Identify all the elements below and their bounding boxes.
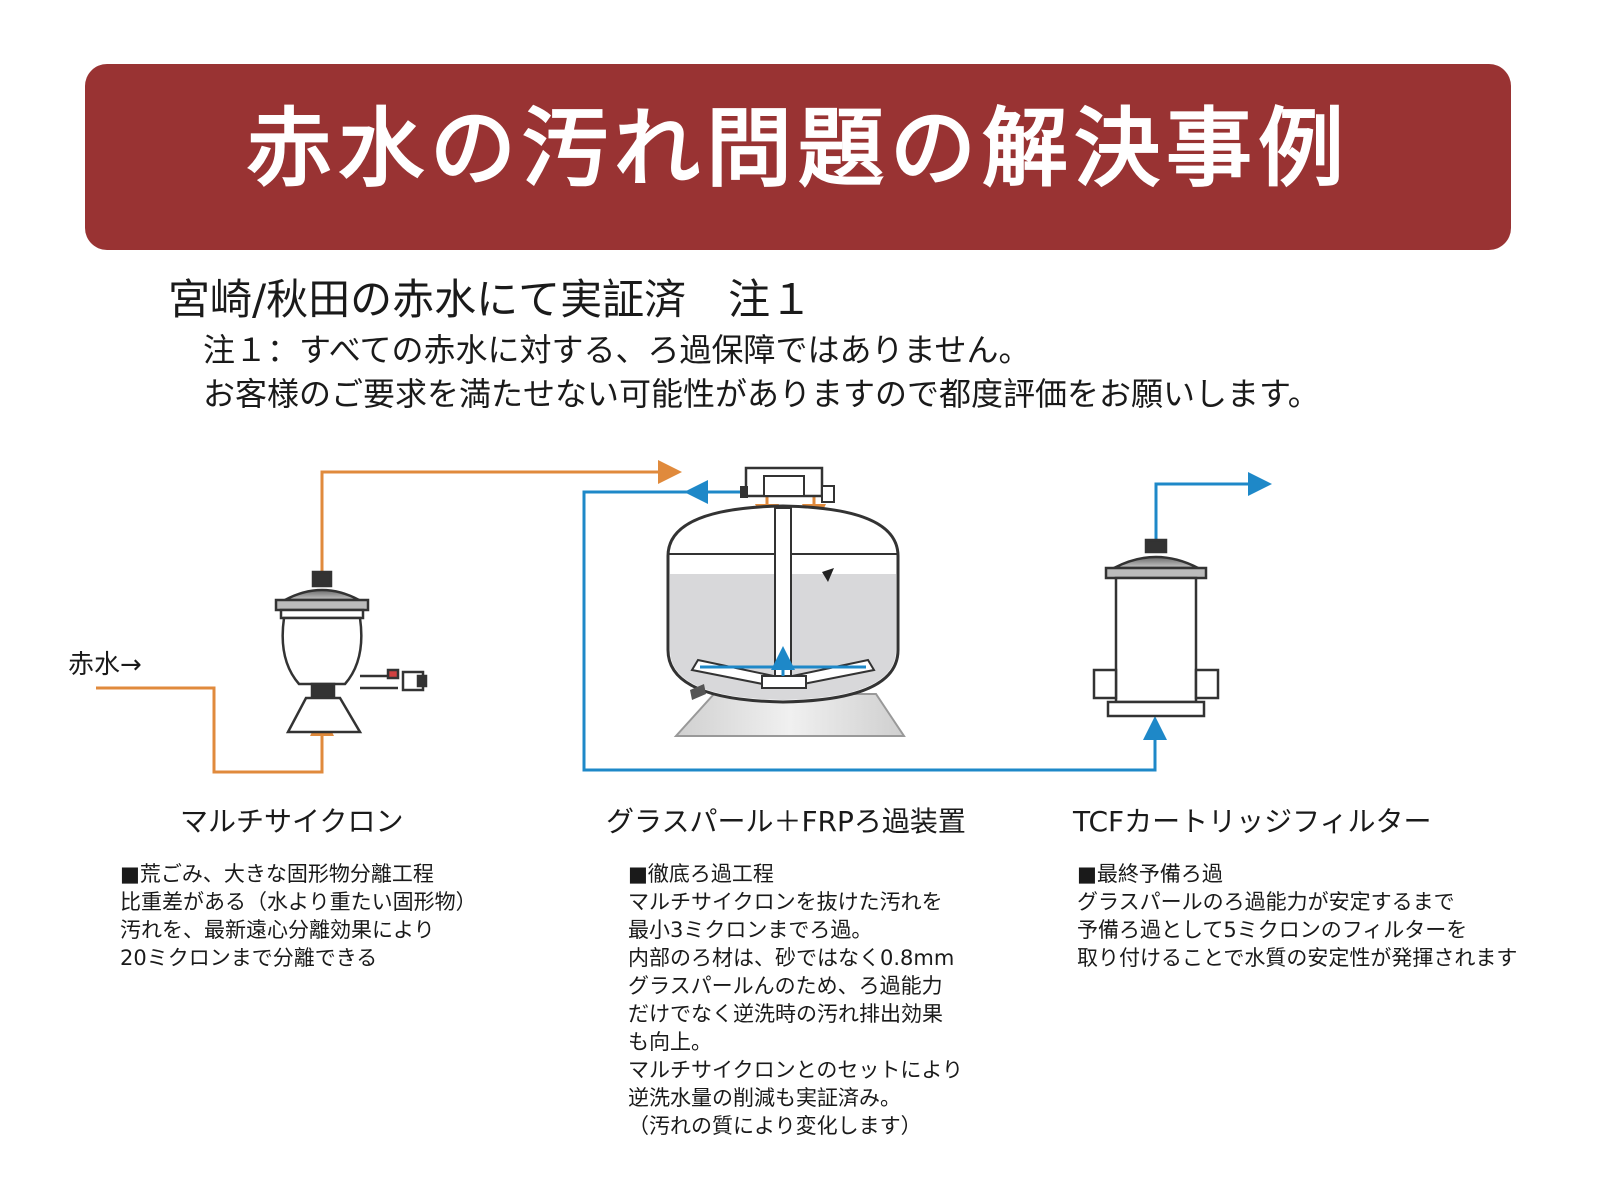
clean-water-flow xyxy=(582,472,1272,772)
component-description-cyclone: ■荒ごみ、大きな固形物分離工程 比重差がある（水より重たい固形物） 汚れを、最新… xyxy=(120,862,477,970)
frp-filter-tank-icon xyxy=(666,466,906,737)
component-label-cyclone: マルチサイクロン xyxy=(180,805,404,838)
cyclone-icon xyxy=(274,570,428,734)
outlet-pipe xyxy=(1154,472,1272,540)
title-banner: 赤水の汚れ問題の解決事例 xyxy=(85,64,1511,250)
backwash-return-pipe xyxy=(582,490,1167,772)
inlet-label: 赤水→ xyxy=(68,650,142,680)
component-description-frp-filter: ■徹底ろ過工程 マルチサイクロンを抜けた汚れを 最小3ミクロンまでろ過。 内部の… xyxy=(628,862,963,1138)
component-description-tcf-filter: ■最終予備ろ過 グラスパールのろ過能力が安定するまで 予備ろ過として5ミクロンの… xyxy=(1077,862,1518,970)
page-title: 赤水の汚れ問題の解決事例 xyxy=(246,99,1350,199)
subtitle: 宮崎/秋田の赤水にて実証済 注１ xyxy=(168,275,813,324)
note-line-1: 注１：すべての赤水に対する、ろ過保障ではありません。 xyxy=(203,331,1031,369)
tcf-cartridge-filter-icon xyxy=(1092,538,1220,718)
cyclone-to-filter-pipe xyxy=(320,460,682,572)
inlet-pipe xyxy=(96,686,334,774)
note-line-2: お客様のご要求を満たせない可能性がありますので都度評価をお願いします。 xyxy=(203,375,1320,413)
component-label-frp-filter: グラスパール＋FRPろ過装置 xyxy=(606,805,966,838)
component-label-tcf-filter: TCFカートリッジフィルター xyxy=(1073,805,1432,838)
